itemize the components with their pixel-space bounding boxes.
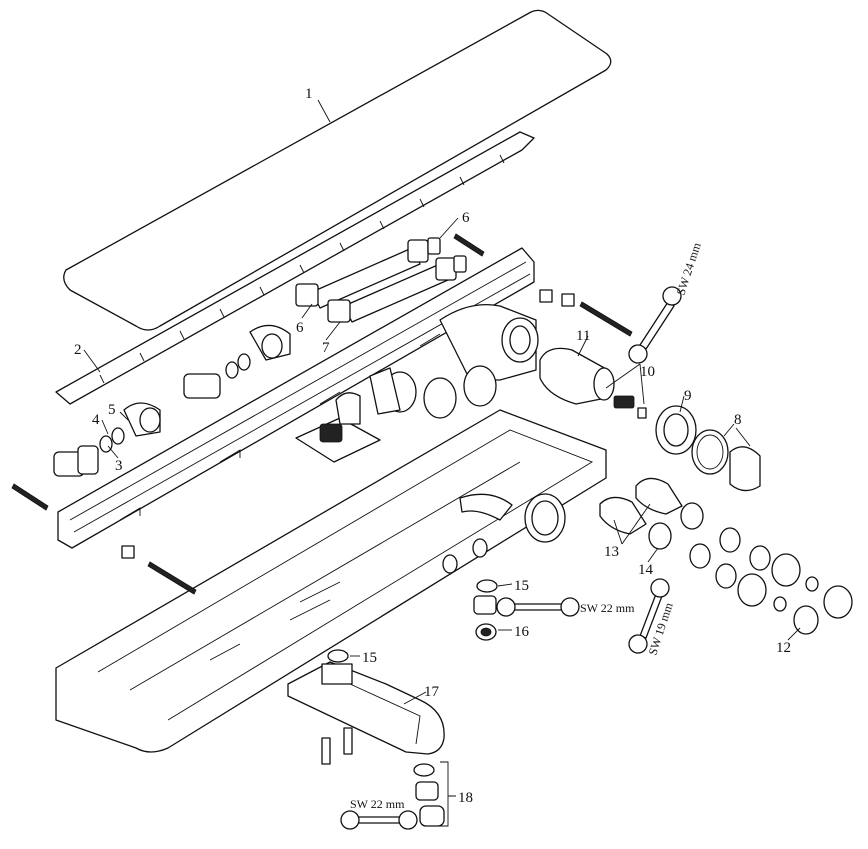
callout-8: 8 (734, 412, 742, 428)
part-13-cartridges (599, 477, 683, 535)
wrench-label-sw22-lower: SW 22 mm (350, 797, 405, 811)
leader-lines (83, 99, 801, 705)
callout-2: 2 (74, 342, 82, 358)
callout-10: 10 (640, 364, 655, 380)
part-8-handle-and-ring (691, 429, 761, 492)
part-5-elbow (123, 402, 161, 437)
part-14-nuts (648, 502, 704, 550)
callout-labels: 1 2 3 4 5 6 6 7 8 9 10 11 12 13 14 15 15… (74, 86, 791, 806)
callout-5: 5 (108, 402, 116, 418)
wrench-label-sw24: SW 24 mm (674, 240, 704, 297)
callout-7: 7 (322, 340, 330, 356)
part-9-adapter (655, 405, 697, 455)
upper-housing-rail (57, 247, 535, 549)
callout-11: 11 (576, 328, 590, 344)
callout-3: 3 (115, 458, 123, 474)
lower-frame (55, 409, 607, 753)
wrench-19mm-icon (628, 578, 670, 654)
wrench-24mm-icon (628, 286, 682, 364)
callout-16: 16 (514, 624, 530, 640)
callout-18: 18 (458, 790, 473, 806)
part-6-hose (295, 237, 441, 309)
part-10-spindle-parts (613, 395, 647, 419)
part-4-washer (99, 427, 125, 453)
part-11-cartridge (539, 347, 615, 405)
wrench-22mm-b-icon (340, 810, 418, 830)
callout-13: 13 (604, 544, 619, 560)
part-12-caps-and-rings (689, 527, 853, 635)
callout-15-lower: 15 (362, 650, 377, 666)
part-15-16-fittings (327, 579, 498, 663)
part-2-seal-strip (55, 131, 535, 405)
valve-body (369, 303, 539, 419)
wrench-label-sw22-upper: SW 22 mm (580, 601, 635, 615)
wrench-22mm-a-icon (496, 597, 580, 617)
callout-6-upper: 6 (462, 210, 470, 226)
callout-1: 1 (305, 86, 313, 102)
part-18-fittings (413, 761, 456, 827)
callout-12: 12 (776, 640, 791, 656)
callout-9: 9 (684, 388, 692, 404)
callout-14: 14 (638, 562, 654, 578)
part-1-cover-plate (63, 9, 612, 331)
screws (11, 233, 633, 765)
callout-15-upper: 15 (514, 578, 529, 594)
callout-6-lower: 6 (296, 320, 304, 336)
mid-left-fittings (183, 324, 291, 399)
part-17-bottom-cover (287, 661, 445, 755)
elbow-with-base-plate (295, 392, 381, 463)
part-7-hose (327, 255, 467, 323)
callout-17: 17 (424, 684, 440, 700)
part-3-connector (53, 445, 99, 477)
callout-4: 4 (92, 412, 100, 428)
